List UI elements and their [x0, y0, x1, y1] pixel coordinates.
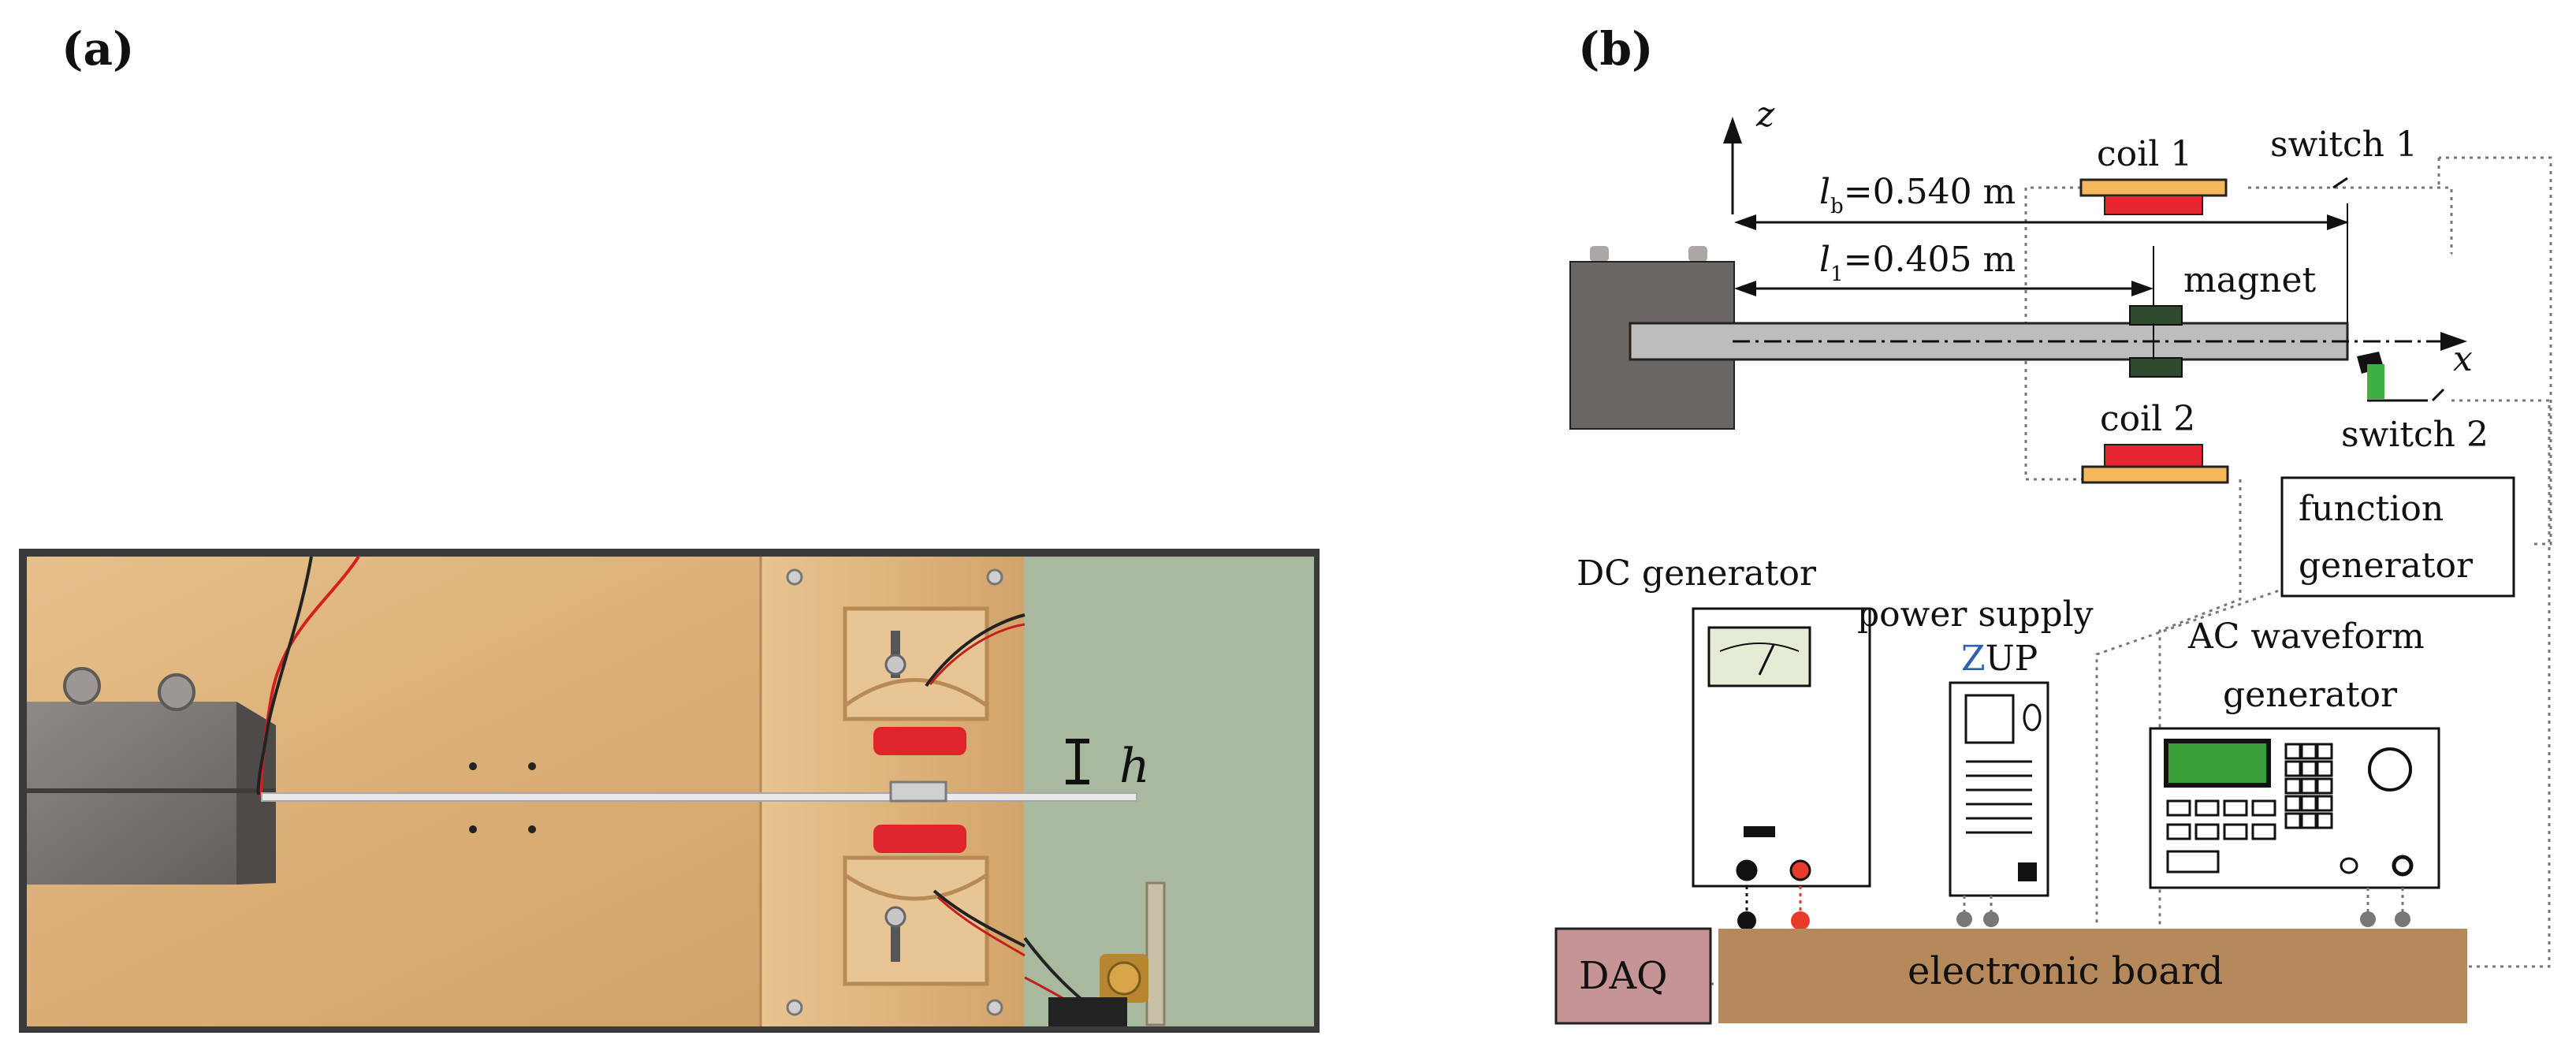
coil1-orange — [2079, 178, 2228, 197]
dimension-lb-label: lb=0.540 m — [1819, 172, 2016, 218]
ac-waveform-generator — [2149, 727, 2440, 927]
magnet-bottom — [2129, 357, 2183, 378]
electronic-board — [1718, 929, 2467, 1023]
clamp-block — [27, 667, 276, 885]
coil2-label: coil 2 — [2100, 399, 2195, 439]
upper-coil-holder — [843, 606, 1026, 721]
green-background — [1024, 557, 1314, 1026]
mounting-holes — [469, 762, 536, 833]
ac-generator-label-line2: generator — [2223, 675, 2398, 715]
z-axis-arrowhead — [1723, 117, 1742, 143]
schematic: z lb=0.540 m l1=0.405 m x coil 1 coil 2 — [1554, 95, 2552, 1025]
black-wire — [256, 556, 313, 795]
switch2-symbol — [2357, 352, 2445, 402]
dc-generator — [1692, 607, 1871, 930]
switch1-label: switch 1 — [2270, 125, 2418, 165]
zup-label: ZUP — [1961, 639, 2038, 679]
height-label: h — [1119, 739, 1150, 794]
height-marker — [1066, 739, 1089, 784]
power-supply-label: power supply — [1857, 594, 2094, 635]
magnet-label: magnet — [2183, 260, 2316, 300]
coil2-orange — [2081, 465, 2229, 484]
daq-label: DAQ — [1579, 954, 1668, 998]
panel-label-a: (a) — [61, 22, 134, 76]
coil1-label: coil 1 — [2097, 134, 2192, 174]
dimension-l1-label: l1=0.405 m — [1819, 240, 2016, 286]
electronic-board-label: electronic board — [1908, 949, 2224, 993]
cantilever-beam — [261, 792, 1137, 802]
photo-switch-device — [1023, 881, 1166, 1026]
lower-red-coil-photo — [873, 825, 966, 853]
lower-coil-holder — [843, 855, 1026, 986]
red-wire — [259, 555, 360, 797]
power-supply-zup — [1949, 681, 2049, 927]
function-generator-box — [2280, 476, 2515, 598]
dc-generator-label: DC generator — [1576, 553, 1817, 594]
ac-display — [2164, 739, 2271, 788]
switch2-label: switch 2 — [2341, 415, 2489, 455]
upper-red-coil-photo — [873, 727, 966, 755]
dc-terminal-red — [1789, 859, 1811, 881]
panel-label-b: (b) — [1578, 22, 1653, 76]
coil1-red — [2104, 195, 2203, 215]
x-axis-label: x — [2453, 339, 2473, 379]
function-generator-label-line2: generator — [2299, 546, 2474, 586]
dc-meter — [1707, 626, 1811, 687]
coil2-red — [2104, 444, 2203, 467]
magnet-top — [2129, 305, 2183, 326]
plate-screws — [786, 568, 1003, 1016]
ac-generator-label-line1: AC waveform — [2187, 616, 2425, 657]
dc-terminal-black — [1736, 859, 1758, 881]
daq-box — [1554, 927, 1712, 1025]
x-axis-arrowhead — [2440, 332, 2467, 351]
photo-magnet — [889, 780, 947, 803]
function-generator-label-line1: function — [2299, 489, 2444, 529]
experiment-photo: h — [19, 549, 1320, 1033]
z-axis-label: z — [1755, 95, 1775, 135]
